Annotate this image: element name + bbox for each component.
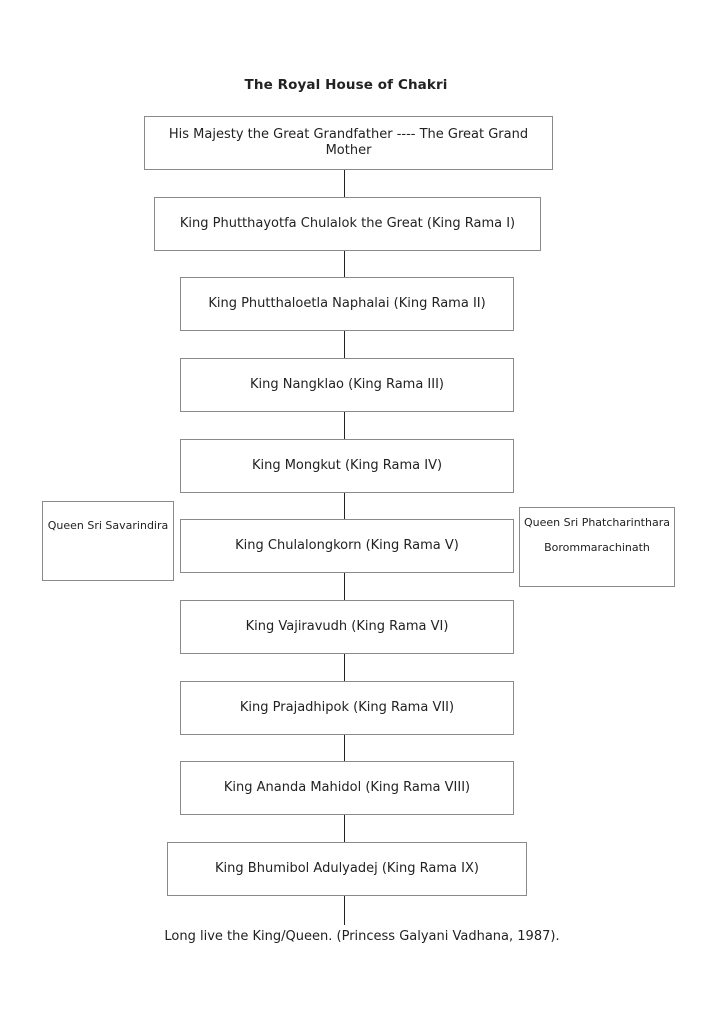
consort-left-label: Queen Sri Savarindira: [47, 519, 169, 532]
rama-vii-box: King Prajadhipok (King Rama VII): [180, 681, 514, 735]
rama-iii-label: King Nangklao (King Rama III): [249, 377, 445, 393]
connector-line: [344, 492, 345, 520]
rama-i-box: King Phutthayotfa Chulalok the Great (Ki…: [154, 197, 541, 251]
rama-v-label: King Chulalongkorn (King Rama V): [235, 538, 459, 554]
chart-title: The Royal House of Chakri: [244, 77, 448, 93]
rama-iv-box: King Mongkut (King Rama IV): [180, 439, 514, 493]
rama-i-label: King Phutthayotfa Chulalok the Great (Ki…: [179, 216, 516, 232]
connector-line: [344, 330, 345, 359]
rama-viii-label: King Ananda Mahidol (King Rama VIII): [223, 780, 471, 796]
consort-box-right: Queen Sri Phatcharinthara Borommarachina…: [519, 507, 675, 587]
connector-line: [344, 250, 345, 278]
rama-ii-box: King Phutthaloetla Naphalai (King Rama I…: [180, 277, 514, 331]
rama-ix-label: King Bhumibol Adulyadej (King Rama IX): [215, 861, 479, 877]
connector-line: [344, 411, 345, 440]
rama-iii-box: King Nangklao (King Rama III): [180, 358, 514, 412]
connector-line: [344, 653, 345, 682]
consort-right-label-line1: Queen Sri Phatcharinthara: [524, 516, 670, 529]
rama-viii-box: King Ananda Mahidol (King Rama VIII): [180, 761, 514, 815]
connector-line: [344, 814, 345, 843]
ancestors-label: His Majesty the Great Grandfather ---- T…: [168, 127, 529, 158]
connector-line: [344, 572, 345, 601]
connector-line: [344, 734, 345, 762]
ancestors-box: His Majesty the Great Grandfather ---- T…: [144, 116, 553, 170]
caption: Long live the King/Queen. (Princess Galy…: [164, 929, 560, 944]
consort-right-label-line2: Borommarachinath: [544, 541, 650, 554]
rama-ii-label: King Phutthaloetla Naphalai (King Rama I…: [208, 296, 486, 312]
consort-box-left: Queen Sri Savarindira: [42, 501, 174, 581]
rama-vi-box: King Vajiravudh (King Rama VI): [180, 600, 514, 654]
rama-ix-box: King Bhumibol Adulyadej (King Rama IX): [167, 842, 527, 896]
rama-iv-label: King Mongkut (King Rama IV): [251, 458, 443, 474]
connector-line: [344, 169, 345, 198]
rama-v-box: King Chulalongkorn (King Rama V): [180, 519, 514, 573]
connector-line: [344, 895, 345, 925]
rama-vii-label: King Prajadhipok (King Rama VII): [239, 700, 455, 716]
rama-vi-label: King Vajiravudh (King Rama VI): [245, 619, 449, 635]
